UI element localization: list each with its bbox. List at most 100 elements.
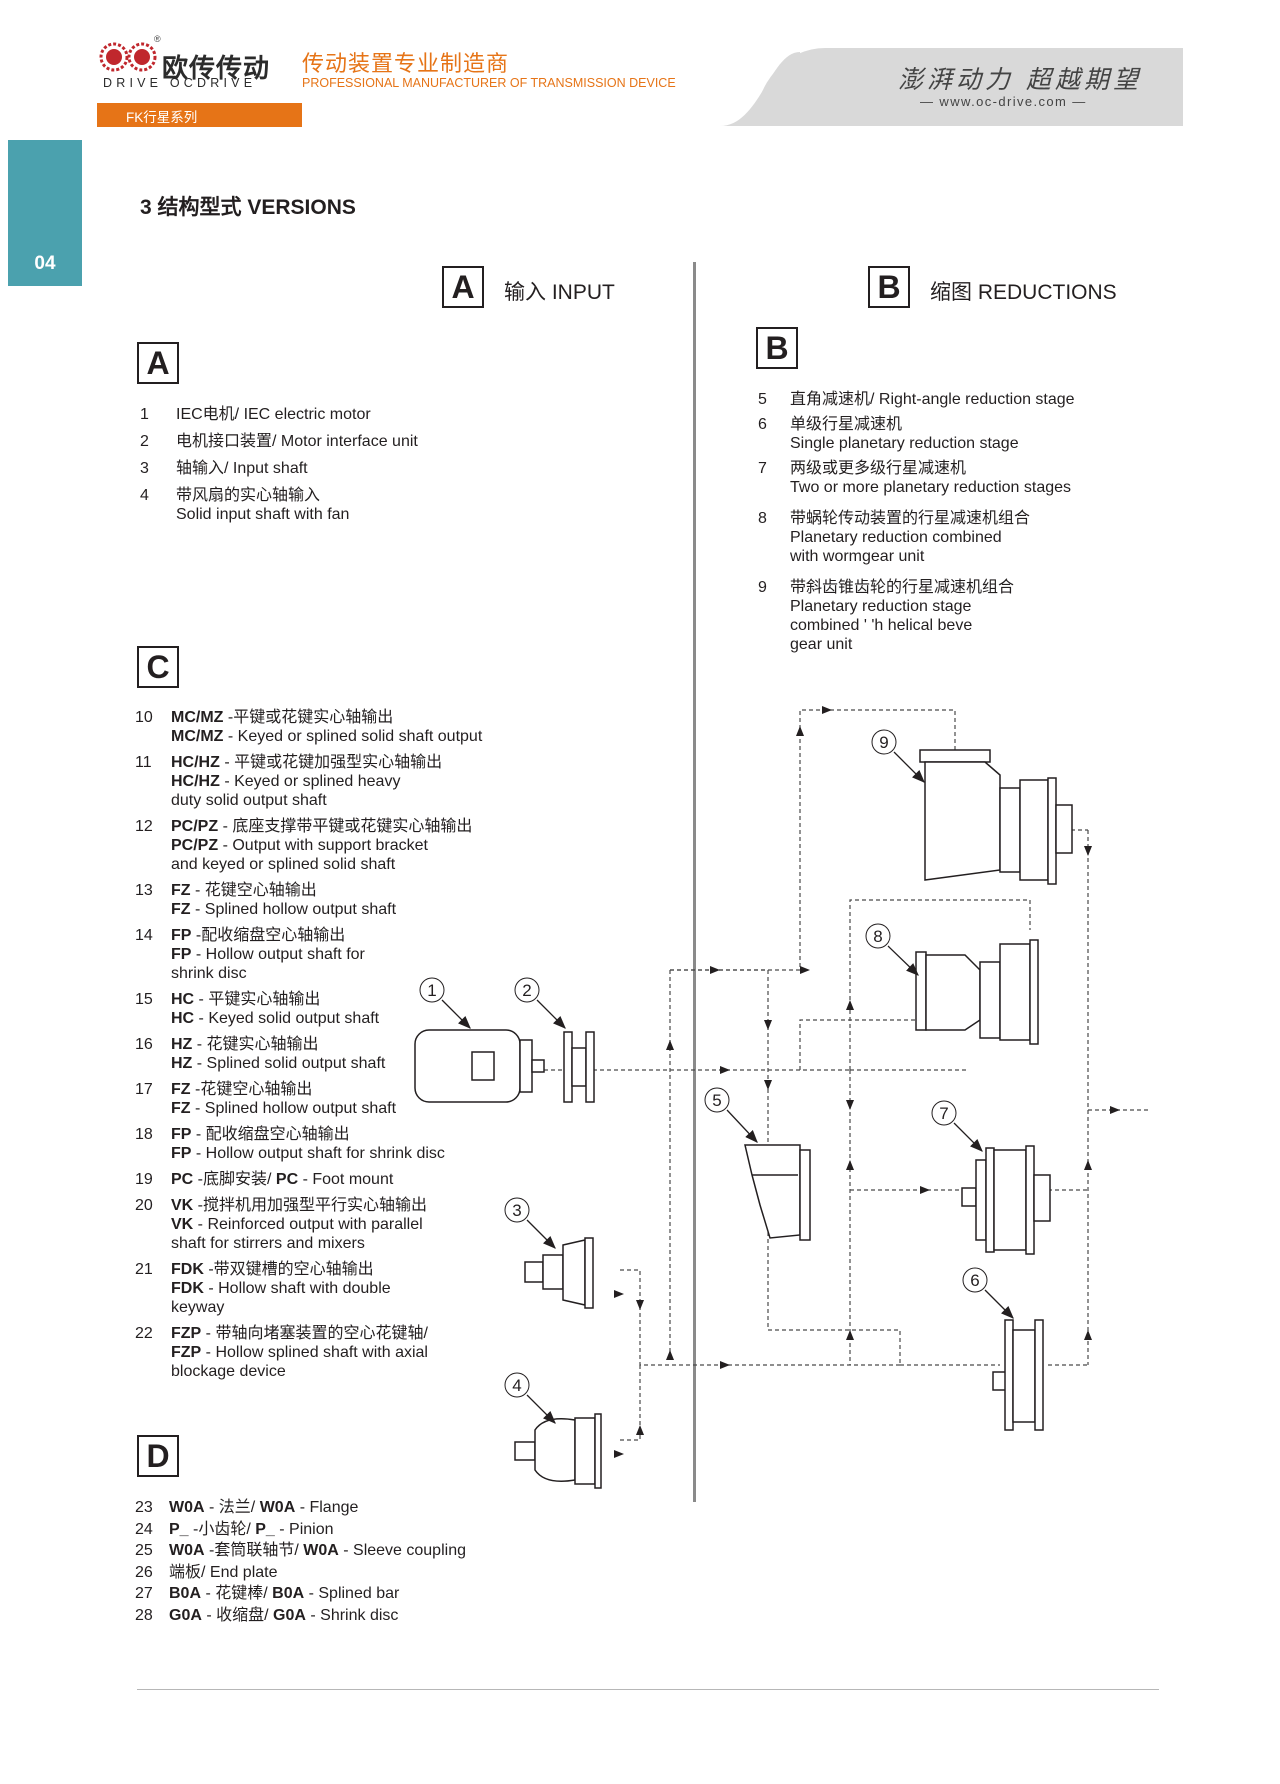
item-code: FP: [171, 1145, 192, 1162]
item-desc-en: - Splined hollow output shaft: [190, 1100, 397, 1117]
item-text: 带斜齿锥齿轮的行星减速机组合: [790, 579, 1015, 596]
callout-3: 3: [504, 1197, 530, 1223]
svg-text:7: 7: [939, 1104, 948, 1123]
item-text: B0A - 花键棒/ B0A - Splined bar: [169, 1583, 535, 1605]
item-number: 18: [135, 1126, 153, 1143]
item-desc-en: - Shrink disc: [305, 1606, 399, 1624]
item-text-en: HC/HZ - Keyed or splined heavy: [171, 772, 535, 791]
item-desc-en: - Output with support bracket: [218, 837, 428, 854]
item-code: FP: [171, 927, 192, 944]
item-text: G0A - 收缩盘/ G0A - Shrink disc: [169, 1605, 535, 1627]
item-desc-en: - Hollow output shaft for: [191, 946, 365, 963]
item-code: FZ: [171, 1081, 191, 1098]
item-code: G0A: [273, 1606, 306, 1624]
heading-b-box: B: [868, 266, 910, 308]
single-planetary-icon: [992, 1319, 1044, 1431]
item-code: B0A: [169, 1585, 202, 1602]
item-desc-en: - Hollow splined shaft with axial: [201, 1344, 428, 1361]
item-number: 21: [135, 1261, 153, 1278]
callout-5: 5: [704, 1087, 730, 1113]
item-text-en: FZ - Splined hollow output shaft: [171, 900, 535, 919]
item-desc-en: - Keyed solid output shaft: [194, 1010, 380, 1027]
item-text-en: VK - Reinforced output with parallel: [171, 1215, 535, 1234]
item-desc-cn: -花键空心轴输出: [190, 1081, 313, 1098]
item-desc-cn: -小齿轮/: [188, 1520, 256, 1538]
item-desc-cn: -套筒联轴节/: [204, 1542, 304, 1559]
item-code: FP: [171, 1126, 192, 1143]
item-code: W0A: [169, 1542, 205, 1559]
item-text-en: FP - Hollow output shaft for shrink disc: [171, 1144, 535, 1163]
item-desc-cn: - 花键空心轴输出: [190, 882, 317, 899]
item-number: 8: [758, 510, 767, 527]
iec-motor-icon: [414, 1029, 545, 1103]
item-text-en: shaft for stirrers and mixers: [171, 1235, 365, 1252]
item-code: FZ: [171, 882, 191, 899]
item-text: W0A - 法兰/ W0A - Flange: [169, 1497, 535, 1519]
item-desc-cn: - 带轴向堵塞装置的空心花键轴/: [201, 1325, 428, 1342]
item-code: VK: [171, 1197, 194, 1214]
item-code: HC/HZ: [171, 754, 220, 771]
item-code: W0A: [259, 1499, 296, 1516]
svg-text:8: 8: [873, 927, 882, 946]
heading-reductions-label: 缩图 REDUCTIONS: [930, 281, 1117, 304]
multi-planetary-icon: [961, 1145, 1051, 1255]
item-number: 2: [140, 433, 149, 450]
svg-text:3: 3: [512, 1201, 521, 1220]
item-text-en: FZP - Hollow splined shaft with axial: [171, 1343, 535, 1362]
helical-bevel-combo-icon: [919, 749, 1073, 885]
item-number: 28: [135, 1606, 153, 1624]
item-code: HC/HZ: [171, 773, 220, 790]
item-text: 电机接口装置/ Motor interface unit: [176, 433, 418, 450]
website: — www.oc-drive.com —: [920, 94, 1087, 109]
item-code: FZP: [171, 1325, 202, 1342]
item-text: 轴输入/ Input shaft: [176, 460, 308, 477]
item-desc-cn: - 平键或花键加强型实心轴输出: [219, 754, 443, 771]
item-number: 12: [135, 818, 153, 835]
item-text: 带风扇的实心轴输入: [176, 487, 321, 504]
item-desc-en: - Sleeve coupling: [338, 1542, 466, 1559]
item-code: FZ: [171, 901, 191, 918]
item-desc-cn: - 花键实心轴输出: [192, 1036, 319, 1053]
tagline-cn: 传动装置专业制造商: [302, 51, 510, 76]
item-text: IEC电机/ IEC electric motor: [176, 406, 371, 423]
item-code: B0A: [272, 1585, 305, 1602]
item-text-en: and keyed or splined solid shaft: [171, 856, 396, 873]
section-title: 3 结构型式 VERSIONS: [140, 196, 356, 219]
svg-text:9: 9: [879, 733, 888, 752]
item-code: W0A: [303, 1542, 339, 1559]
item-text: FDK -带双键槽的空心轴输出: [171, 1260, 535, 1279]
list-a: 1 IEC电机/ IEC electric motor 2 电机接口装置/ Moto…: [140, 405, 460, 532]
callout-7: 7: [931, 1100, 957, 1126]
item-code: P_: [169, 1520, 189, 1538]
item-number: 9: [758, 579, 767, 596]
item-code: MC/MZ: [171, 709, 224, 726]
item-number: 1: [140, 406, 149, 423]
item-desc-cn: 端板/ End plate: [169, 1563, 278, 1581]
item-text-en: FP - Hollow output shaft for: [171, 945, 535, 964]
item-text-en: blockage device: [171, 1363, 286, 1380]
item-desc-cn: - 平键实心轴输出: [194, 991, 321, 1008]
item-number: 23: [135, 1499, 153, 1516]
input-shaft-icon: [524, 1237, 594, 1309]
callout-6: 6: [962, 1267, 988, 1293]
item-code: FZ: [171, 1100, 191, 1117]
